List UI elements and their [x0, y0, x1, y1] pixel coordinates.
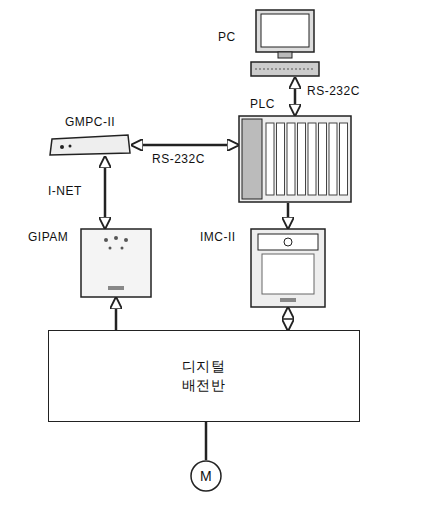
switchboard-box: 디지털 배전반 — [48, 330, 360, 422]
connector-arrow — [294, 78, 297, 115]
connector-arrow — [205, 422, 208, 460]
edge-label: RS-232C — [150, 152, 207, 166]
plc-rack: PLC — [238, 115, 352, 203]
edge-label: I-NET — [46, 184, 84, 198]
connector-arrow — [287, 203, 290, 228]
imc-panel — [250, 228, 326, 308]
connector-arrow — [104, 157, 107, 228]
connector-arrow — [115, 298, 118, 330]
gmpc-device — [48, 133, 132, 157]
node-label: 디지털 배전반 — [178, 357, 230, 393]
edge-label: RS-232C — [305, 84, 362, 98]
gipam-relay: GIPAM — [80, 228, 152, 298]
node-label: GIPAM — [28, 230, 68, 244]
gipam-panel — [80, 228, 152, 298]
node-label: GMPC-II — [65, 115, 115, 129]
gmpc-device: GMPC-II — [48, 133, 132, 157]
node-label: IMC-II — [200, 230, 236, 244]
node-label: PC — [218, 30, 236, 44]
motor: M — [190, 460, 222, 492]
monitor-icon — [250, 8, 320, 78]
plc-rack — [238, 115, 352, 203]
imc-controller: IMC-II — [250, 228, 326, 308]
connector-arrow — [287, 308, 290, 330]
node-label: PLC — [250, 97, 275, 111]
connector-arrow — [132, 144, 238, 147]
node-label: M — [200, 467, 212, 485]
pc-monitor: PC — [250, 8, 320, 78]
